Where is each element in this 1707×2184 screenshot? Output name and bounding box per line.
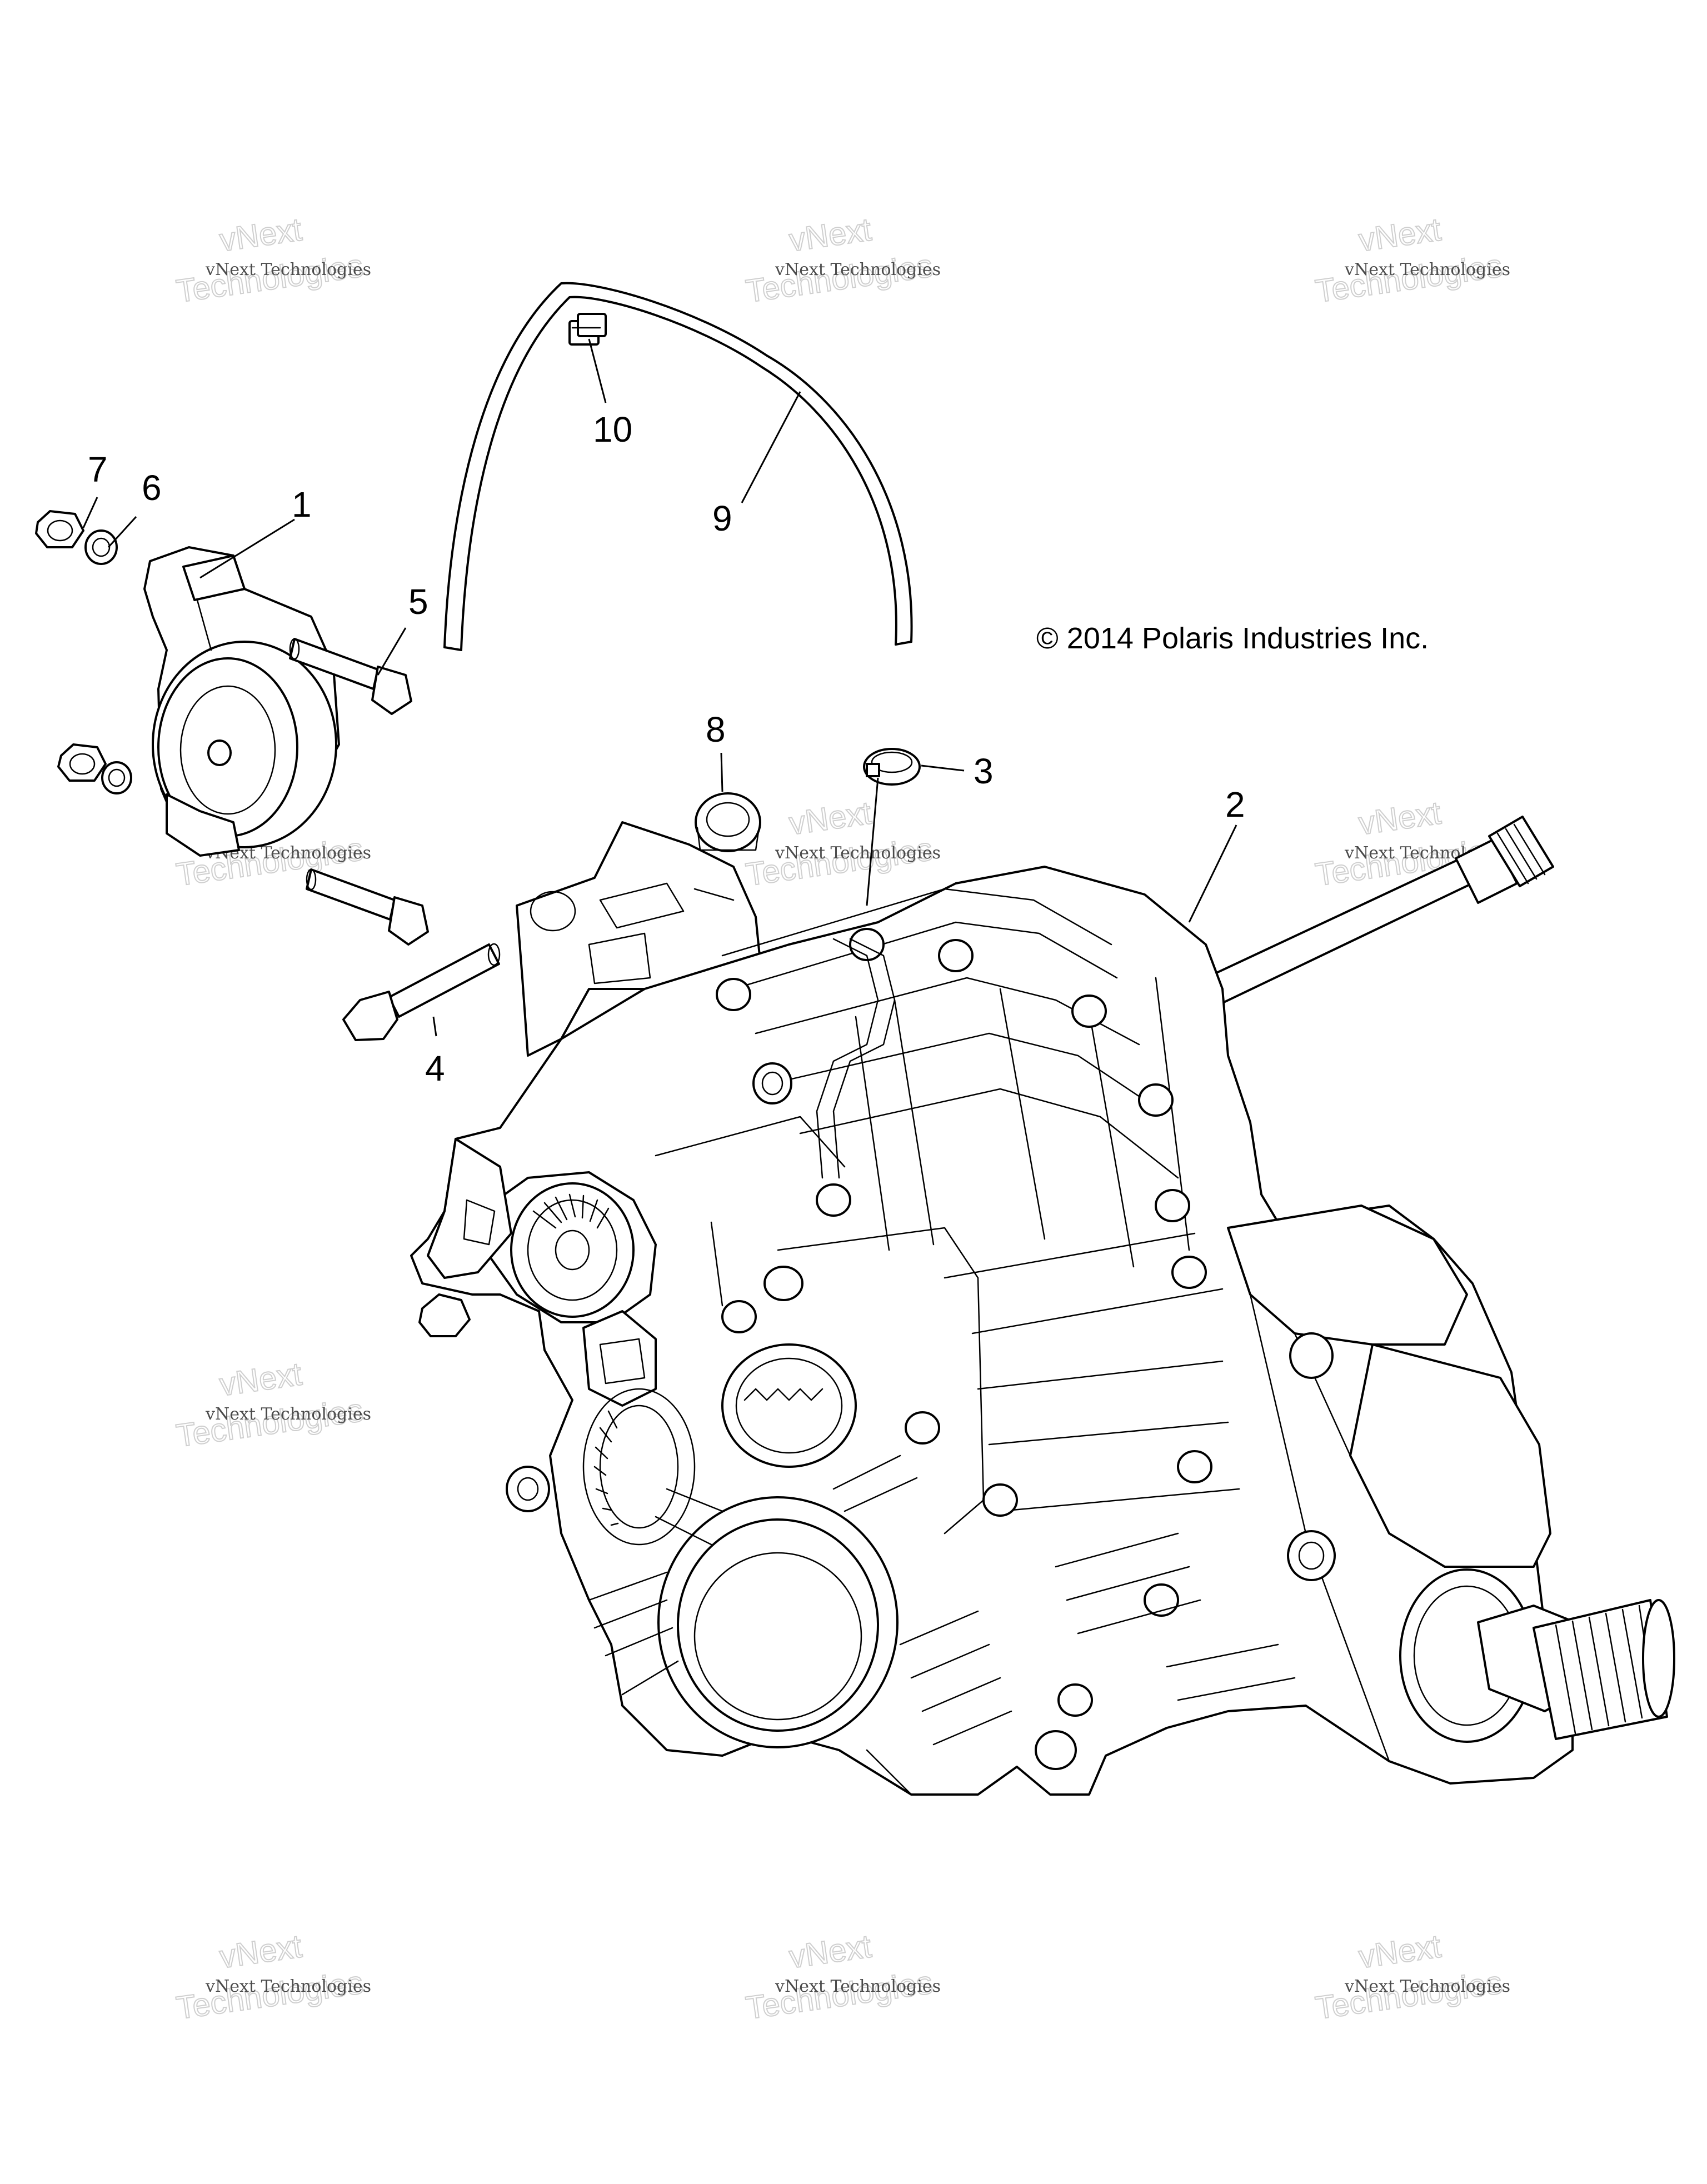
watermark-vnext: vNext [217,1928,304,1975]
mount-bolt-upper [289,638,412,715]
callout-5: 5 [408,582,428,622]
mount-bolt-middle [306,868,429,946]
watermark-label: vNext Technologies [205,1405,371,1424]
watermark-vnext: vNext [787,1928,874,1975]
mount-bolt [342,943,501,1041]
callout-9: 9 [712,498,732,538]
callout-10: 10 [593,409,632,449]
watermark-label: vNext Technologies [775,1977,941,1996]
callout-2: 2 [1225,784,1245,824]
housing-bolts [506,928,1212,1770]
watermark-vnext: vNext [787,211,874,258]
bushing [695,792,761,852]
watermark-vnext: vNext [787,794,874,842]
callout-6: 6 [142,468,162,508]
washer [84,529,118,565]
callout-8: 8 [706,709,726,749]
watermark-label: vNext Technologies [775,260,941,279]
watermark-vnext: vNext [217,211,304,258]
watermark-vnext: vNext [1356,211,1443,258]
watermark-vnext: vNext [1356,794,1443,842]
watermark-label: vNext Technologies [1344,1977,1510,1996]
watermark-label: vNext Technologies [205,260,371,279]
callouts: 1 2 3 4 5 6 7 8 9 10 [88,409,1245,1088]
callout-1: 1 [292,484,312,524]
leader-lines [82,338,1237,1037]
vent-hose [443,282,913,651]
watermark-label: vNext Technologies [775,843,941,863]
hose-clip [568,313,607,346]
callout-7: 7 [88,449,108,489]
watermark-label: vNext Technologies [205,1977,371,1996]
watermark-label: vNext Technologies [1344,260,1510,279]
gear-position-sensor [143,546,340,857]
hose-clamp [863,748,921,786]
nut [35,510,84,548]
copyright-notice: © 2014 Polaris Industries Inc. [1036,622,1429,655]
watermark-vnext: vNext [217,1356,304,1403]
callout-3: 3 [974,751,994,791]
callout-4: 4 [425,1048,445,1088]
transmission-assembly [410,816,1675,1796]
nut-lower [57,743,132,794]
watermark-vnext: vNext [1356,1928,1443,1975]
